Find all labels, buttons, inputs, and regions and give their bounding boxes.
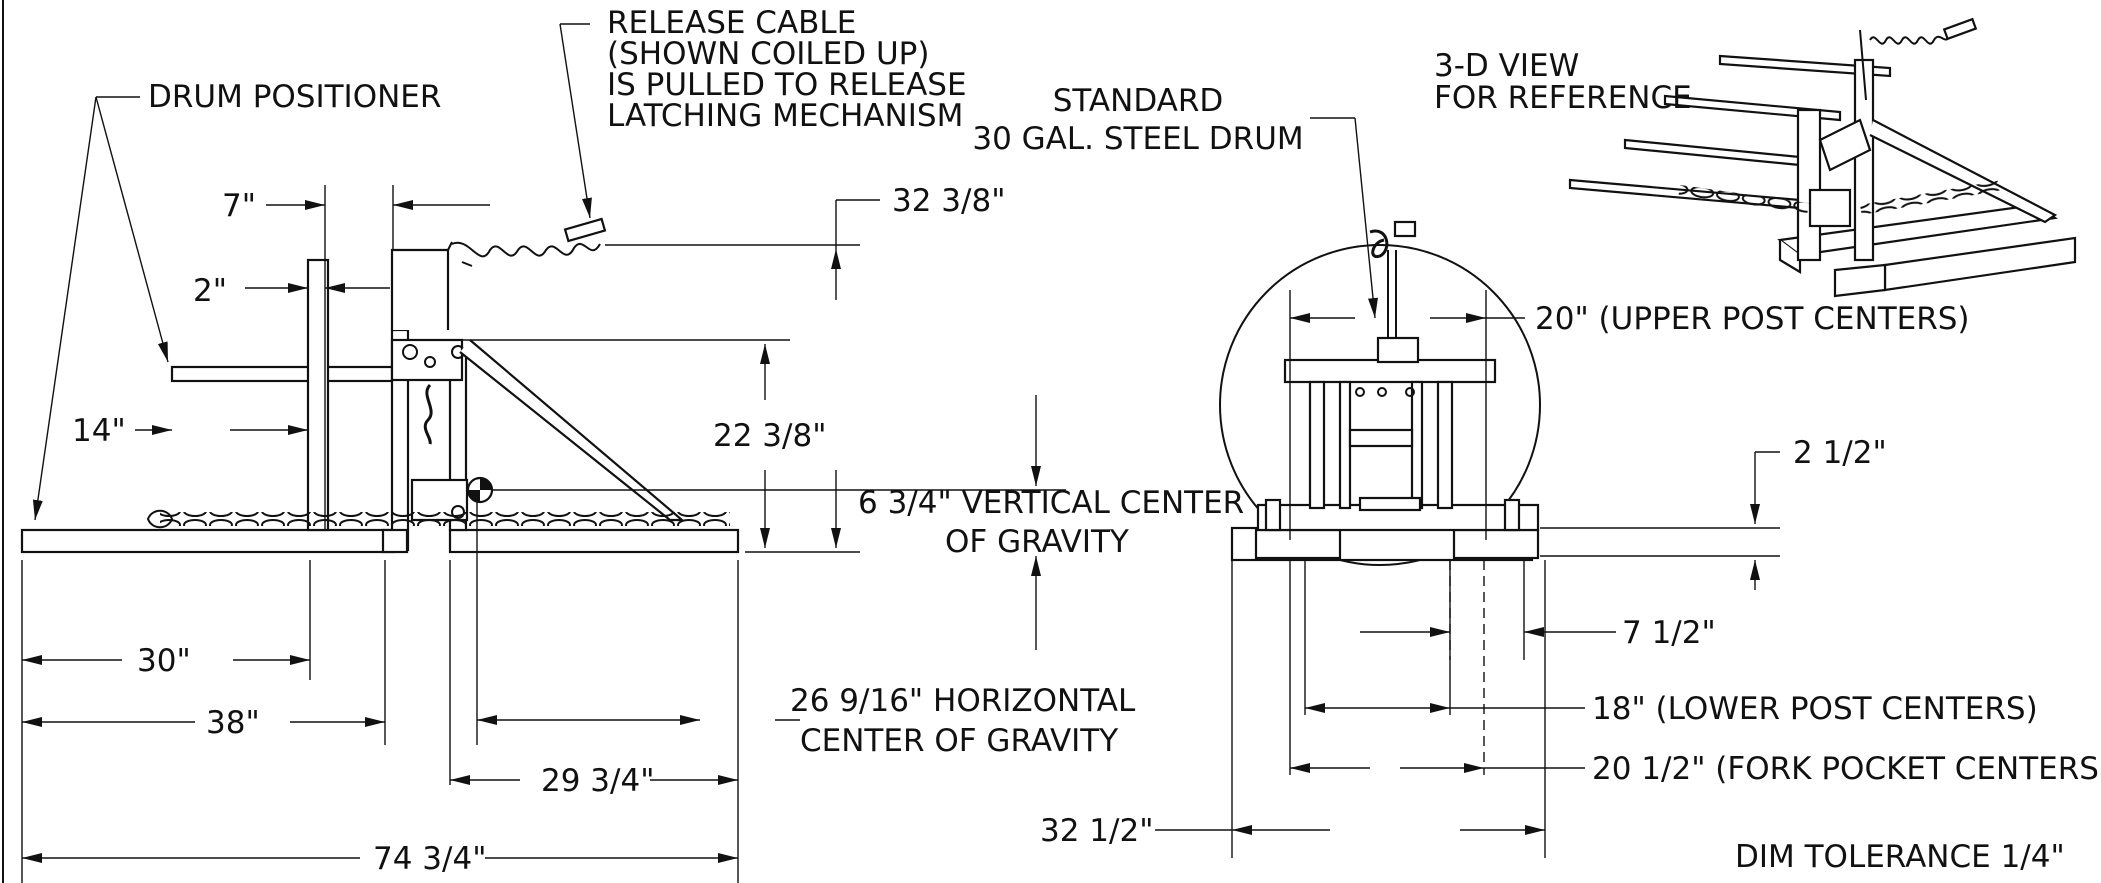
dim-upper-post: 20" (UPPER POST CENTERS) (1535, 301, 1970, 337)
drum-handler-front-view (1219, 220, 1541, 566)
drum-outline-icon (1219, 244, 1541, 566)
svg-text:FOR REFERENCE: FOR REFERENCE (1434, 80, 1692, 116)
dim-14: 14" (72, 413, 126, 449)
dimension-labels: 7" 2" 14" 32 3/8" 22 3/8" 30" 38" 29 3/4… (72, 183, 2101, 877)
release-cable-label: RELEASE CABLE (SHOWN COILED UP) IS PULLE… (607, 5, 967, 134)
dim-32-1-2: 32 1/2" (1040, 813, 1153, 849)
svg-text:30 GAL. STEEL DRUM: 30 GAL. STEEL DRUM (972, 121, 1303, 157)
svg-text:6 3/4" VERTICAL CENTER: 6 3/4" VERTICAL CENTER (858, 485, 1244, 521)
chain-icon (1678, 185, 1809, 213)
coil-spring-icon (1869, 33, 1951, 45)
dim-lower-post: 18" (LOWER POST CENTERS) (1592, 691, 2038, 727)
dim-38: 38" (206, 705, 260, 741)
center-of-gravity-icon (466, 476, 494, 504)
svg-text:IS PULLED TO RELEASE: IS PULLED TO RELEASE (607, 67, 967, 103)
vertical-cg-label: 6 3/4" VERTICAL CENTER OF GRAVITY (858, 485, 1244, 560)
svg-text:3-D VIEW: 3-D VIEW (1434, 48, 1579, 84)
drum-positioner-label: DRUM POSITIONER (148, 79, 441, 115)
dim-22-3-8: 22 3/8" (713, 418, 826, 454)
svg-text:LATCHING MECHANISM: LATCHING MECHANISM (607, 98, 963, 134)
cable-handle-icon (563, 217, 607, 243)
chain-icon (160, 512, 730, 526)
hook-icon (423, 383, 433, 445)
standard-drum-label: STANDARD 30 GAL. STEEL DRUM (972, 83, 1303, 157)
svg-text:26 9/16" HORIZONTAL: 26 9/16" HORIZONTAL (790, 683, 1136, 719)
dim-tolerance-label: DIM TOLERANCE 1/4" (1735, 839, 2065, 875)
dim-fork-pocket: 20 1/2" (FORK POCKET CENTERS) (1592, 751, 2101, 787)
dim-2-1-2: 2 1/2" (1793, 435, 1887, 471)
dim-7: 7" (222, 188, 256, 224)
drum-handler-side-view (20, 217, 740, 554)
svg-text:OF GRAVITY: OF GRAVITY (945, 524, 1129, 560)
side-view-leaders (32, 23, 1066, 521)
side-view-dimensions (21, 185, 1041, 883)
dim-30: 30" (137, 643, 191, 679)
dim-29-3-4: 29 3/4" (541, 763, 654, 799)
dim-32-3-8: 32 3/8" (892, 183, 1005, 219)
dim-74-3-4: 74 3/4" (373, 841, 486, 877)
horizontal-cg-label: 26 9/16" HORIZONTAL CENTER OF GRAVITY (790, 683, 1136, 759)
svg-text:(SHOWN COILED UP): (SHOWN COILED UP) (607, 36, 929, 72)
svg-text:CENTER OF GRAVITY: CENTER OF GRAVITY (800, 723, 1118, 759)
dim-2: 2" (193, 273, 227, 309)
coil-spring-icon (1369, 229, 1389, 259)
cable-handle-icon (1942, 17, 1978, 41)
front-view-dimensions (1155, 117, 1780, 858)
svg-text:STANDARD: STANDARD (1053, 83, 1224, 119)
svg-text:RELEASE CABLE: RELEASE CABLE (607, 5, 856, 41)
dim-7-1-2: 7 1/2" (1622, 615, 1716, 651)
coil-spring-icon (451, 241, 601, 258)
view-3d-label: 3-D VIEW FOR REFERENCE (1434, 48, 1692, 116)
drum-handler-3d-view (1568, 17, 2077, 298)
